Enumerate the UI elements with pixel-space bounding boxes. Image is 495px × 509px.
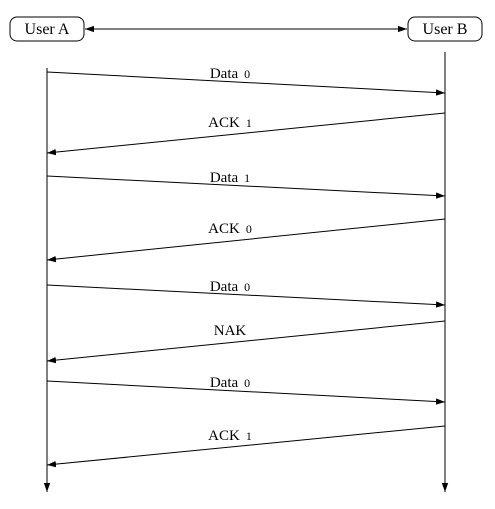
message-label: Data 0	[210, 66, 250, 82]
message-sequence-number: 1	[246, 116, 252, 130]
participant-label: User A	[25, 21, 70, 38]
participant-box	[407, 16, 483, 42]
message-label: ACK 1	[208, 115, 252, 131]
message-sequence-number: 0	[244, 67, 250, 81]
participant-box	[9, 16, 85, 42]
participant-user-b: User B	[407, 16, 483, 42]
message-sequence-number: 1	[246, 429, 252, 443]
message-name: Data	[210, 170, 239, 186]
message-label: NAK	[214, 323, 247, 339]
participant-label: User B	[423, 21, 468, 38]
participant-user-a: User A	[9, 16, 85, 42]
message-name: NAK	[214, 323, 247, 339]
message-sequence-number: 1	[244, 171, 250, 185]
message-name: Data	[210, 279, 239, 295]
message-label: ACK 1	[208, 428, 252, 444]
message-name: Data	[210, 66, 239, 82]
message-arrow	[46, 320, 446, 364]
message-arrow	[46, 112, 446, 156]
message-arrow	[46, 175, 446, 199]
message-name: ACK	[208, 221, 240, 237]
message-label: Data 0	[210, 279, 250, 295]
message-sequence-number: 0	[246, 222, 252, 236]
message-arrow	[46, 425, 446, 468]
message-name: ACK	[208, 428, 240, 444]
message-label: ACK 0	[208, 221, 252, 237]
message-name: ACK	[208, 115, 240, 131]
message-arrow	[46, 71, 446, 96]
message-sequence-number: 0	[244, 376, 250, 390]
message-label: Data 1	[210, 170, 250, 186]
message-arrow	[46, 284, 446, 308]
message-label: Data 0	[210, 375, 250, 391]
message-sequence-number: 0	[244, 280, 250, 294]
message-name: Data	[210, 375, 239, 391]
message-arrow	[46, 380, 446, 405]
message-arrow	[46, 218, 446, 263]
